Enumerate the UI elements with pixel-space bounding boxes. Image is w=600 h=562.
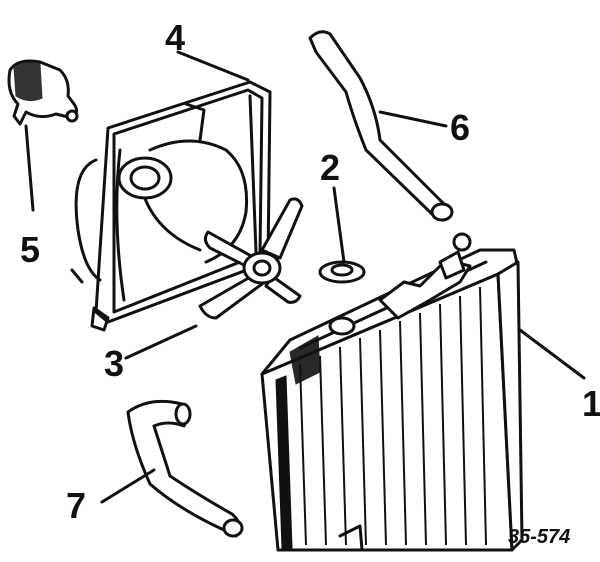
callout-1: 1 bbox=[582, 383, 600, 424]
part-3-fan-blade bbox=[124, 197, 304, 360]
part-5-fan-motor bbox=[7, 59, 79, 212]
callout-4: 4 bbox=[165, 17, 186, 58]
part-4-fan-shroud bbox=[70, 50, 272, 332]
part-1-radiator bbox=[260, 232, 586, 552]
figure-code: 35-574 bbox=[508, 526, 571, 548]
callout-2: 2 bbox=[320, 147, 341, 188]
callout-7: 7 bbox=[66, 485, 87, 526]
callout-5: 5 bbox=[20, 229, 41, 270]
part-7-lower-hose bbox=[100, 399, 244, 538]
callout-3: 3 bbox=[104, 343, 125, 384]
part-2-gasket bbox=[318, 186, 366, 284]
callout-6: 6 bbox=[450, 107, 471, 148]
part-6-upper-hose bbox=[308, 30, 454, 222]
